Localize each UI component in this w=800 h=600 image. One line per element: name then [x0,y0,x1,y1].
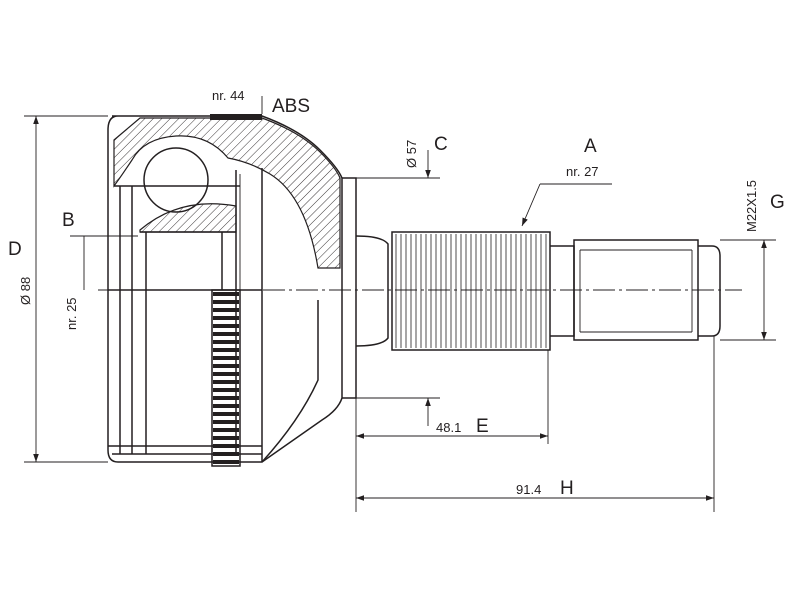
label-d-dim: Ø 88 [18,277,33,305]
dimension-h [356,336,715,512]
abs-tooth [213,324,239,328]
abs-tooth [213,404,239,408]
dimension-d [24,115,108,463]
spline-section [391,231,551,351]
abs-tooth [213,348,239,352]
label-b-nr: nr. 25 [64,297,79,330]
joint-housing [107,115,343,463]
dimension-g [720,239,776,341]
label-e: E [476,416,489,437]
label-c: C [434,134,448,155]
abs-tooth [213,332,239,336]
label-d: D [8,239,22,260]
dimension-b [70,235,138,290]
label-c-dim: Ø 57 [404,140,419,168]
label-h-dim: 91.4 [516,482,541,497]
label-e-dim: 48.1 [436,420,461,435]
abs-tooth [213,292,239,296]
abs-tooth [213,436,239,440]
label-h: H [560,478,574,499]
label-b: B [62,210,75,231]
label-abs-nr: nr. 44 [212,88,245,103]
abs-tooth [213,356,239,360]
abs-tooth [213,396,239,400]
abs-tooth [213,372,239,376]
abs-tooth [213,460,239,464]
abs-tooth [213,420,239,424]
abs-tooth [213,412,239,416]
label-g-dim: M22X1.5 [744,180,759,232]
dimension-c [356,150,440,426]
abs-tooth [213,428,239,432]
shaft-neck [342,177,389,399]
abs-tooth [213,388,239,392]
abs-tooth [213,300,239,304]
abs-tooth [213,364,239,368]
abs-tooth [213,340,239,344]
abs-tooth [213,452,239,456]
label-g: G [770,192,785,213]
label-a: A [584,136,597,157]
abs-tooth [213,316,239,320]
label-a-nr: nr. 27 [566,164,599,179]
abs-tooth [213,444,239,448]
leader-a [521,183,612,227]
abs-tooth [213,380,239,384]
label-abs: ABS [272,96,310,117]
abs-marker [210,114,262,120]
dimension-e [355,350,549,512]
abs-tooth [213,308,239,312]
